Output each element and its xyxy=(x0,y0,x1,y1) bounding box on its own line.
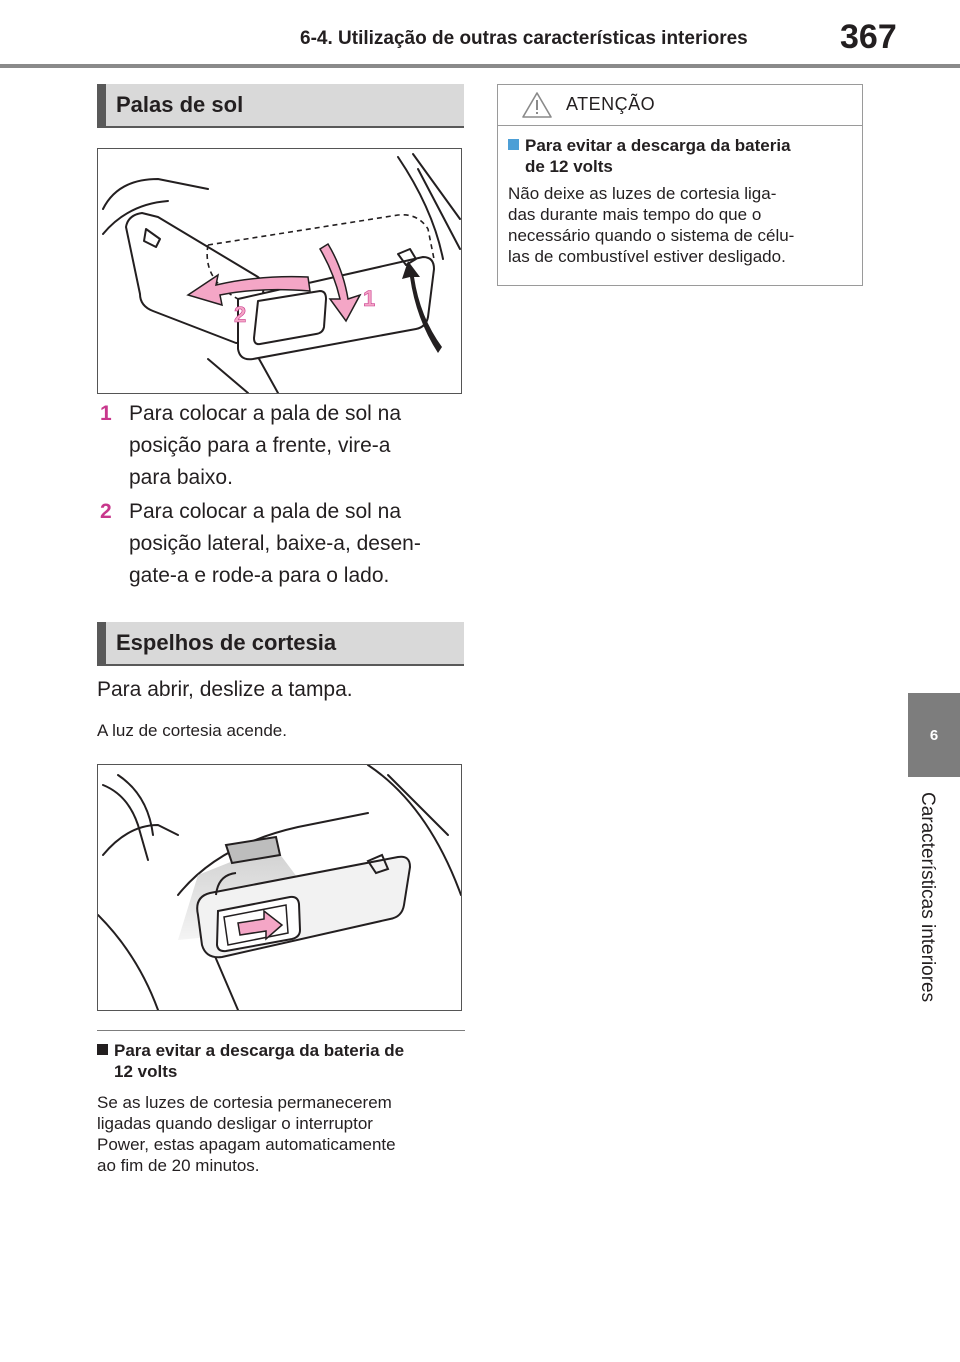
step-text-line: Para colocar a pala de sol na xyxy=(129,500,402,523)
section-heading-vanity-mirrors: Espelhos de cortesia xyxy=(97,622,464,666)
step-2: 2 Para colocar a pala de sol na posição … xyxy=(100,496,460,592)
note-title-line: Para evitar a descarga da bateria de xyxy=(114,1041,405,1060)
step-text-line: para baixo. xyxy=(129,466,233,489)
note-title-line: 12 volts xyxy=(114,1062,178,1081)
vanity-mirror-subnote: A luz de cortesia acende. xyxy=(97,721,287,740)
note-text-line: ligadas quando desligar o interruptor xyxy=(97,1114,373,1133)
caution-title-line: Para evitar a descarga da bateria xyxy=(525,136,791,155)
note-title: Para evitar a descarga da bateria de 12 … xyxy=(97,1040,465,1082)
section-heading-text: Palas de sol xyxy=(116,92,244,117)
vanity-mirror-drawing xyxy=(97,764,462,1011)
note-text-line: Se as luzes de cortesia permanecerem xyxy=(97,1093,392,1112)
caution-square-icon xyxy=(508,139,519,150)
caution-text-line: Não deixe as luzes de cortesia liga- xyxy=(508,184,777,203)
section-heading-text: Espelhos de cortesia xyxy=(116,630,337,655)
note-text-line: ao fim de 20 minutos. xyxy=(97,1156,260,1175)
sun-visor-illustration: 1 2 xyxy=(97,148,462,394)
step-text-line: gate-a e rode-a para o lado. xyxy=(129,564,390,587)
caution-title: Para evitar a descarga da bateria de 12 … xyxy=(508,135,858,177)
figure-label-1: 1 xyxy=(363,286,375,311)
step-1: 1 Para colocar a pala de sol na posição … xyxy=(100,398,460,494)
vanity-mirror-illustration xyxy=(97,764,462,1011)
caution-text-line: necessário quando o sistema de célu- xyxy=(508,226,795,245)
note-square-icon xyxy=(97,1044,108,1055)
section-heading-sun-visors: Palas de sol xyxy=(97,84,464,128)
note-text-line: Power, estas apagam automaticamente xyxy=(97,1135,396,1154)
figure-label-2: 2 xyxy=(234,302,246,327)
note-rule xyxy=(97,1030,465,1031)
vanity-mirror-instruction: Para abrir, deslize a tampa. xyxy=(97,678,353,701)
running-header-title: 6-4. Utilização de outras característica… xyxy=(300,28,748,49)
sun-visor-drawing: 1 2 xyxy=(102,153,461,394)
caution-text-line: las de combustível estiver desligado. xyxy=(508,247,786,266)
step-text-line: posição para a frente, vire-a xyxy=(129,434,391,457)
caution-label: ATENÇÃO xyxy=(566,94,656,114)
page-number: 367 xyxy=(840,18,897,56)
note-text: Se as luzes de cortesia permanecerem lig… xyxy=(97,1092,465,1176)
caution-title-line: de 12 volts xyxy=(525,157,613,176)
caution-text: Não deixe as luzes de cortesia liga- das… xyxy=(508,183,853,267)
step-text-line: posição lateral, baixe-a, desen- xyxy=(129,532,421,555)
chapter-side-label-text: Características interiores xyxy=(917,792,938,1003)
chapter-side-label: Características interiores xyxy=(902,792,954,1042)
step-text-line: Para colocar a pala de sol na xyxy=(129,402,402,425)
chapter-number: 6 xyxy=(929,726,939,744)
step-number: 1 xyxy=(100,402,112,425)
caution-header: ATENÇÃO xyxy=(498,85,862,126)
warning-icon xyxy=(522,92,552,118)
header-rule xyxy=(0,64,960,68)
caution-box: ATENÇÃO Para evitar a descarga da bateri… xyxy=(497,84,863,286)
caution-text-line: das durante mais tempo do que o xyxy=(508,205,762,224)
step-number: 2 xyxy=(100,500,112,523)
chapter-tab[interactable]: 6 xyxy=(908,693,960,777)
